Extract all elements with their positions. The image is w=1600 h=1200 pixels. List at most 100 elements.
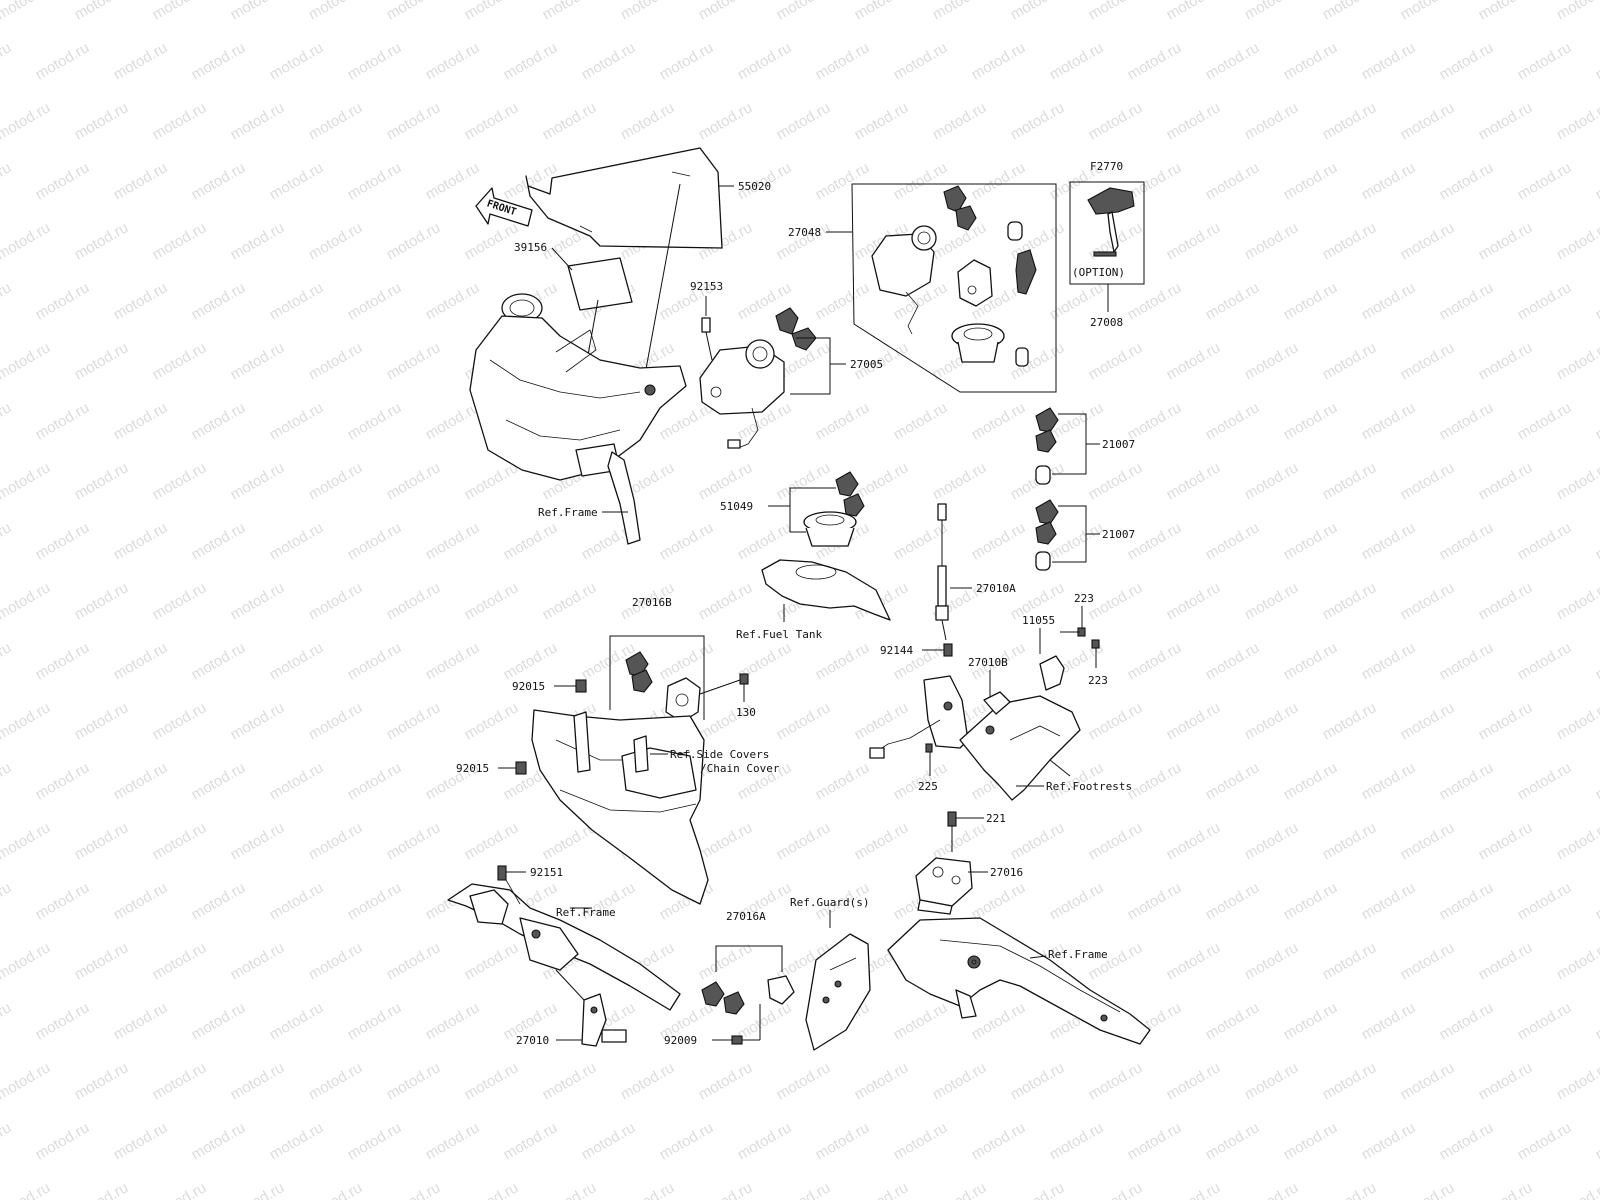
watermark-text: motod.ru <box>111 519 171 563</box>
part-label-11055: 11055 <box>1022 614 1055 627</box>
watermark-text: motod.ru <box>384 1059 444 1103</box>
watermark-text: motod.ru <box>852 99 912 143</box>
watermark-text: motod.ru <box>1086 99 1146 143</box>
watermark-text: motod.ru <box>1125 279 1185 323</box>
watermark-text: motod.ru <box>150 579 210 623</box>
watermark-text: motod.ru <box>540 0 600 23</box>
watermark-text: motod.ru <box>384 99 444 143</box>
watermark-text: motod.ru <box>657 639 717 683</box>
watermark-text: motod.ru <box>306 939 366 983</box>
watermark-text: motod.ru <box>930 0 990 23</box>
watermark-text: motod.ru <box>1554 939 1600 983</box>
watermark-text: motod.ru <box>696 1059 756 1103</box>
watermark-text: motod.ru <box>1125 759 1185 803</box>
watermark-text: motod.ru <box>72 219 132 263</box>
watermark-text: motod.ru <box>618 1059 678 1103</box>
watermark-text: motod.ru <box>345 759 405 803</box>
part-label-27010B: 27010B <box>968 656 1008 669</box>
watermark-text: motod.ru <box>1593 519 1600 563</box>
watermark-text: motod.ru <box>1008 1059 1068 1103</box>
watermark-text: motod.ru <box>267 399 327 443</box>
watermark-text: motod.ru <box>657 519 717 563</box>
watermark-text: motod.ru <box>1320 819 1380 863</box>
watermark-text: motod.ru <box>150 819 210 863</box>
watermark-text: motod.ru <box>33 759 93 803</box>
watermark-text: motod.ru <box>150 99 210 143</box>
watermark-text: motod.ru <box>72 99 132 143</box>
watermark-text: motod.ru <box>0 159 14 203</box>
watermark-text: motod.ru <box>1398 1059 1458 1103</box>
watermark-text: motod.ru <box>267 39 327 83</box>
watermark-text: motod.ru <box>423 159 483 203</box>
watermark-text: motod.ru <box>774 99 834 143</box>
watermark-text: motod.ru <box>72 0 132 23</box>
bolt-92153-drawing <box>701 317 713 361</box>
watermark-text: motod.ru <box>1437 639 1497 683</box>
watermark-text: motod.ru <box>1359 1119 1419 1163</box>
watermark-text: motod.ru <box>618 99 678 143</box>
watermark-text: motod.ru <box>1203 1119 1263 1163</box>
ref-frame-top: Ref.Frame <box>538 506 598 519</box>
watermark-text: motod.ru <box>0 279 14 323</box>
part-label-21007-lower: 21007 <box>1102 528 1135 541</box>
watermark-text: motod.ru <box>0 0 53 23</box>
watermark-text: motod.ru <box>852 699 912 743</box>
watermark-text: motod.ru <box>774 459 834 503</box>
watermark-text: motod.ru <box>696 459 756 503</box>
watermark-text: motod.ru <box>1047 1119 1107 1163</box>
helmet-lock-27016-drawing <box>915 857 973 915</box>
watermark-text: motod.ru <box>1086 579 1146 623</box>
watermark-text: motod.ru <box>1554 699 1600 743</box>
watermark-text: motod.ru <box>1320 699 1380 743</box>
watermark-text: motod.ru <box>1164 699 1224 743</box>
watermark-text: motod.ru <box>1554 1179 1600 1200</box>
watermark-text: motod.ru <box>1008 819 1068 863</box>
watermark-text: motod.ru <box>1359 399 1419 443</box>
watermark-text: motod.ru <box>189 999 249 1043</box>
ignition-switch-27005-drawing <box>699 307 817 449</box>
watermark-text: motod.ru <box>111 879 171 923</box>
watermark-text: motod.ru <box>1164 459 1224 503</box>
watermark-text: motod.ru <box>228 99 288 143</box>
watermark-text: motod.ru <box>1437 1119 1497 1163</box>
watermark-text: motod.ru <box>189 519 249 563</box>
watermark-text: motod.ru <box>1242 459 1302 503</box>
key-set-21007-upper-drawing <box>1035 407 1059 485</box>
watermark-text: motod.ru <box>384 819 444 863</box>
part-label-39156: 39156 <box>514 241 547 254</box>
watermark-text: motod.ru <box>72 1059 132 1103</box>
watermark-text: motod.ru <box>462 1179 522 1200</box>
watermark-text: motod.ru <box>267 279 327 323</box>
watermark-text: motod.ru <box>0 579 53 623</box>
watermark-text: motod.ru <box>0 1059 53 1103</box>
watermark-text: motod.ru <box>1515 759 1575 803</box>
watermark-text: motod.ru <box>774 699 834 743</box>
watermark-text: motod.ru <box>33 879 93 923</box>
watermark-text: motod.ru <box>189 159 249 203</box>
watermark-text: motod.ru <box>1476 699 1536 743</box>
watermark-text: motod.ru <box>0 759 14 803</box>
watermark-text: motod.ru <box>384 1179 444 1200</box>
watermark-text: motod.ru <box>267 519 327 563</box>
watermark-text: motod.ru <box>696 99 756 143</box>
part-label-92015-upper: 92015 <box>512 680 545 693</box>
watermark-text: motod.ru <box>423 519 483 563</box>
watermark-text: motod.ru <box>969 159 1029 203</box>
watermark-text: motod.ru <box>0 1119 14 1163</box>
watermark-text: motod.ru <box>813 159 873 203</box>
watermark-text: motod.ru <box>1203 519 1263 563</box>
watermark-text: motod.ru <box>228 1179 288 1200</box>
watermark-text: motod.ru <box>189 399 249 443</box>
watermark-text: motod.ru <box>0 819 53 863</box>
watermark-text: motod.ru <box>1398 339 1458 383</box>
watermark-text: motod.ru <box>1320 99 1380 143</box>
watermark-text: motod.ru <box>189 639 249 683</box>
watermark-text: motod.ru <box>969 39 1029 83</box>
watermark-text: motod.ru <box>1203 399 1263 443</box>
sticker-39156-drawing <box>567 257 633 367</box>
watermark-text: motod.ru <box>150 219 210 263</box>
part-label-51049: 51049 <box>720 500 753 513</box>
watermark-text: motod.ru <box>1242 819 1302 863</box>
seat-lock-cable-27010A-drawing <box>935 503 949 641</box>
